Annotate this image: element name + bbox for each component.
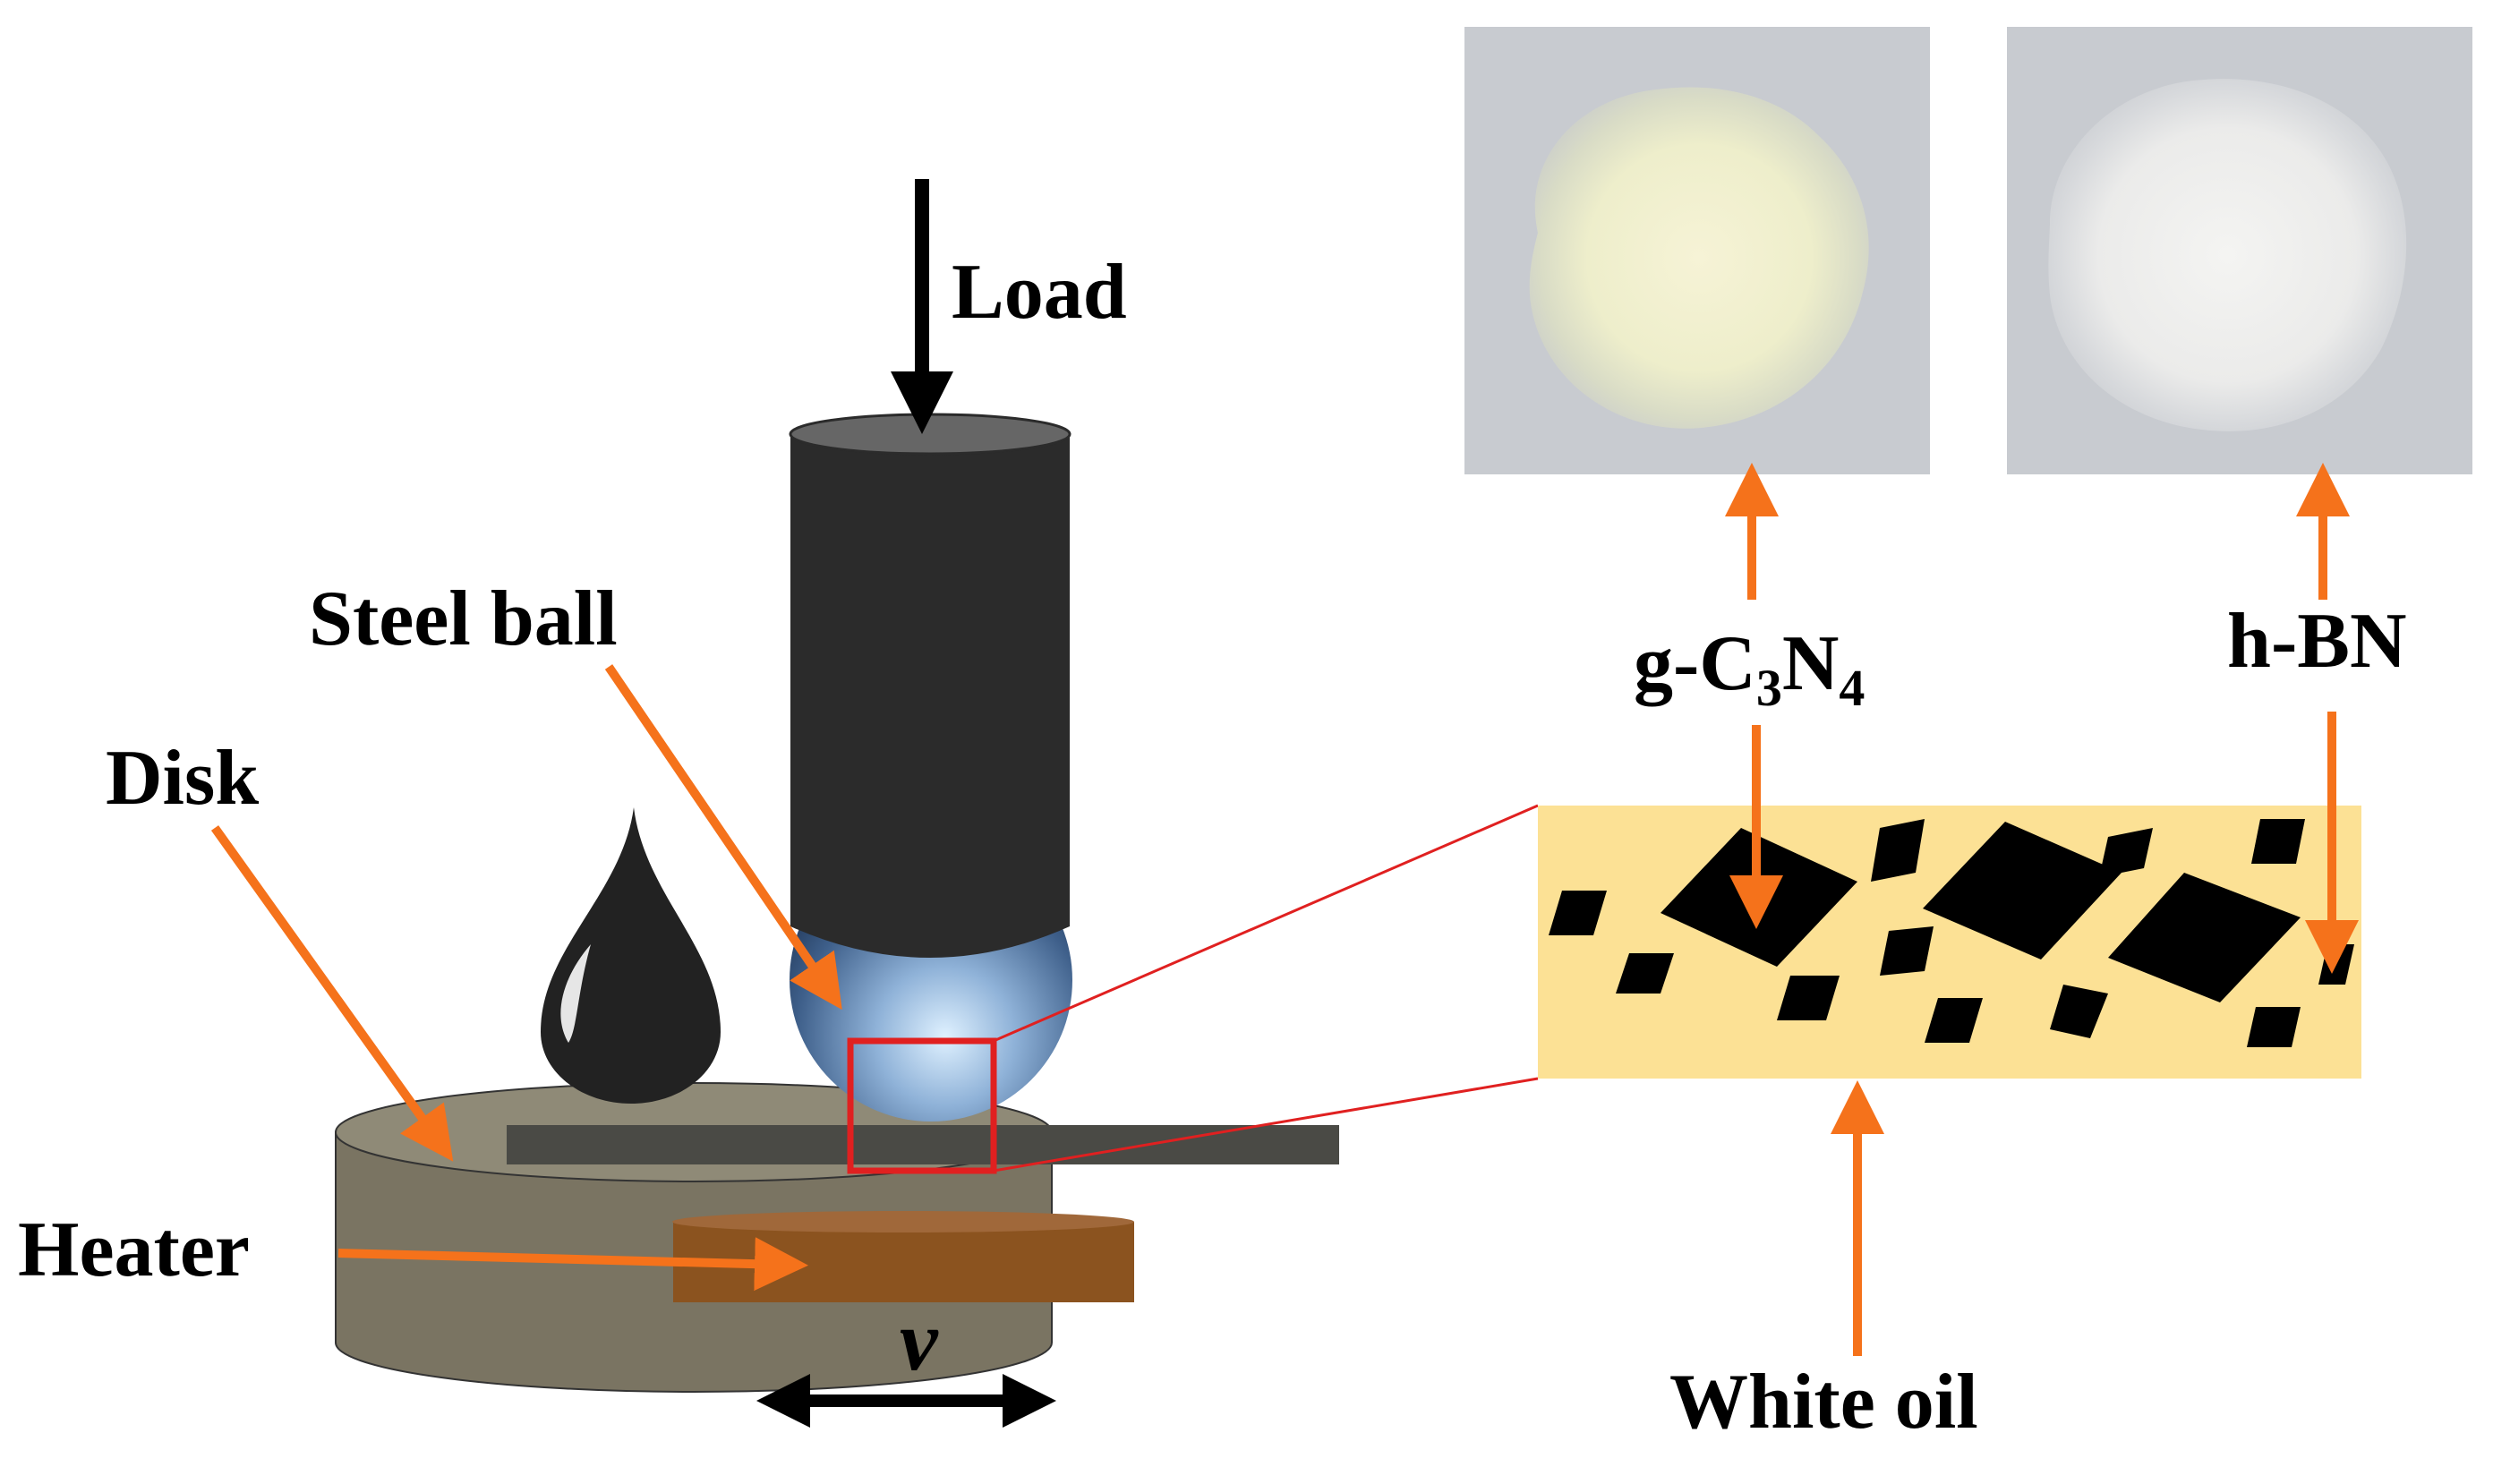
load-arrow	[891, 179, 953, 434]
heater-top	[672, 1211, 1134, 1232]
gcn-powder-photo	[1464, 27, 1930, 474]
oil-band	[1538, 806, 2361, 1079]
rod-body	[790, 434, 1070, 958]
hbn-flake	[2099, 828, 2153, 877]
zoom-line-bottom	[993, 1077, 1539, 1173]
wear-track	[507, 1125, 1339, 1164]
hbn-flake	[2050, 985, 2108, 1038]
gcn-label: g-C3N4	[1634, 620, 1865, 717]
hbn-powder-photo	[2007, 27, 2472, 474]
contact-zoom-box	[847, 1037, 997, 1174]
velocity-arrow	[756, 1374, 1056, 1428]
hbn-flake	[1777, 976, 1840, 1020]
gcn-sheet	[1923, 822, 2122, 959]
disk-label: Disk	[106, 735, 259, 822]
hbn-powder-pile	[2048, 79, 2407, 431]
ball-holder-rod	[789, 413, 1071, 958]
velocity-label: v	[900, 1292, 939, 1388]
hbn-flake	[2251, 819, 2305, 864]
gcn-label-mid: N	[1782, 620, 1840, 707]
hbn-label: h-BN	[2227, 598, 2407, 685]
hbn-flake	[1925, 998, 1983, 1043]
gcn-sheet	[2108, 873, 2301, 1002]
load-label: Load	[952, 249, 1127, 336]
gcn-powder-pile	[1529, 87, 1869, 429]
heater	[672, 1211, 1134, 1302]
hbn-flake	[1880, 926, 1934, 976]
hbn-flake	[1616, 953, 1674, 994]
hbn-flake	[1871, 819, 1925, 882]
heater-pointer-arrow	[337, 1237, 808, 1292]
gcn-label-sub1: 3	[1756, 659, 1782, 717]
hbn-flake	[2247, 1007, 2301, 1047]
disk-pointer-arrow	[210, 825, 454, 1162]
droplet-highlight	[560, 944, 591, 1043]
heater-label: Heater	[18, 1207, 250, 1293]
steel-ball-pointer-arrow	[604, 664, 842, 1011]
gcn-label-sub2: 4	[1839, 659, 1865, 717]
oil-droplet-icon	[541, 807, 721, 1104]
gcn-label-prefix: g-C	[1634, 620, 1756, 707]
white-oil-label: White oil	[1669, 1359, 1978, 1446]
hbn-flake	[1549, 891, 1607, 935]
zoom-line-top	[993, 804, 1539, 1043]
rod-top	[789, 413, 1071, 456]
steel-ball-label: Steel ball	[309, 576, 618, 662]
